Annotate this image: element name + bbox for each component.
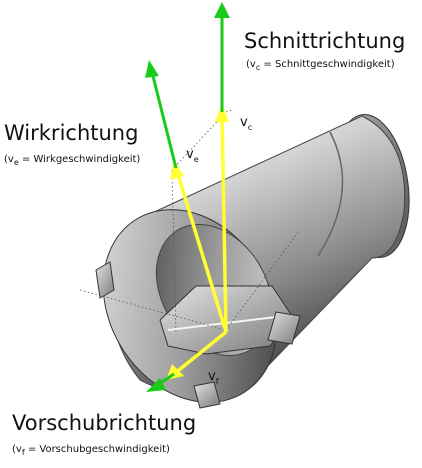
arrow-effective-direction xyxy=(150,71,178,169)
feed-direction-label: Vorschubrichtung (vf = Vorschubgeschwind… xyxy=(12,411,196,457)
vector-symbols: vc ve vf xyxy=(186,115,252,386)
cutting-direction-subtitle: (vc = Schnittgeschwindigkeit) xyxy=(246,59,395,72)
cutter-groove xyxy=(317,131,344,257)
vector-vc-line xyxy=(220,111,228,333)
vf-symbol: vf xyxy=(208,369,219,386)
vc-symbol: vc xyxy=(240,115,252,132)
insert-bottom xyxy=(193,381,221,409)
arrow-cutting-direction-head xyxy=(214,2,230,18)
feed-direction-subtitle: (vf = Vorschubgeschwindigkeit) xyxy=(12,444,170,457)
effective-direction-subtitle: (ve = Wirkgeschwindigkeit) xyxy=(4,154,140,167)
insert-right xyxy=(267,311,301,345)
insert-left xyxy=(95,261,115,299)
effective-direction-label: Wirkrichtung (ve = Wirkgeschwindigkeit) xyxy=(4,121,140,167)
vector-ve-line xyxy=(174,167,228,333)
construction-lines xyxy=(79,109,301,335)
feed-direction-title: Vorschubrichtung xyxy=(12,411,196,435)
vector-vc-arrowhead xyxy=(215,104,229,122)
velocity-vectors xyxy=(166,104,229,380)
arrow-effective-direction-head xyxy=(145,60,159,78)
cutting-direction-title: Schnittrichtung xyxy=(244,29,405,53)
cutting-direction-label: Schnittrichtung (vc = Schnittgeschwindig… xyxy=(244,29,405,72)
ve-symbol: ve xyxy=(186,147,199,164)
vector-vf-line xyxy=(172,330,228,376)
vector-ve-arrowhead xyxy=(170,160,184,180)
effective-direction-title: Wirkrichtung xyxy=(4,121,138,145)
arrow-feed-direction-head xyxy=(146,378,166,392)
direction-arrows xyxy=(145,2,230,392)
